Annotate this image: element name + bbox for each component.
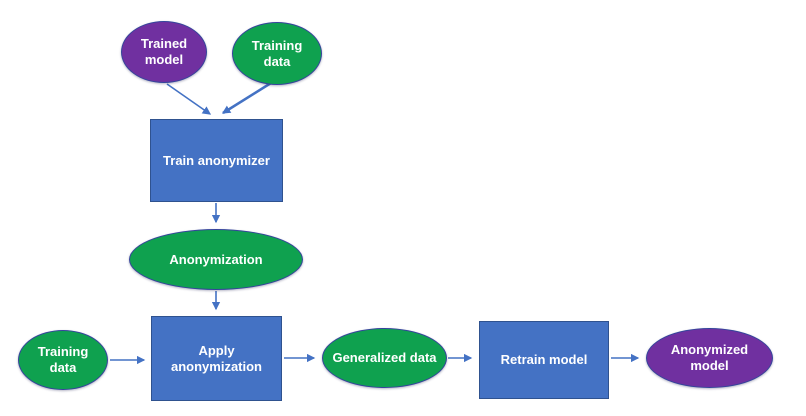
node-training-data-bottom: Training data	[18, 330, 108, 390]
node-label: Training data	[37, 344, 89, 375]
node-anonymization: Anonymization	[129, 229, 303, 290]
edge-training-data-to-train-anonymizer	[221, 81, 272, 115]
node-label: Retrain model	[500, 352, 588, 368]
node-label: Generalized data	[332, 350, 437, 366]
node-label: Apply anonymization	[170, 342, 262, 374]
node-generalized-data: Generalized data	[322, 328, 447, 388]
node-train-anonymizer: Train anonymizer	[150, 119, 283, 202]
node-label: Trained model	[140, 36, 188, 67]
node-anonymized-model: Anonymized model	[646, 328, 773, 388]
node-trained-model: Trained model	[121, 21, 207, 83]
node-apply-anonymization: Apply anonymization	[151, 316, 282, 401]
node-retrain-model: Retrain model	[479, 321, 609, 399]
node-label: Anonymization	[169, 251, 263, 267]
node-training-data-top: Training data	[232, 22, 322, 85]
node-label: Training data	[251, 37, 303, 69]
node-label: Anonymized model	[670, 342, 749, 373]
edge-trained-model-to-train-anonymizer	[166, 83, 212, 115]
node-label: Train anonymizer	[163, 152, 270, 168]
